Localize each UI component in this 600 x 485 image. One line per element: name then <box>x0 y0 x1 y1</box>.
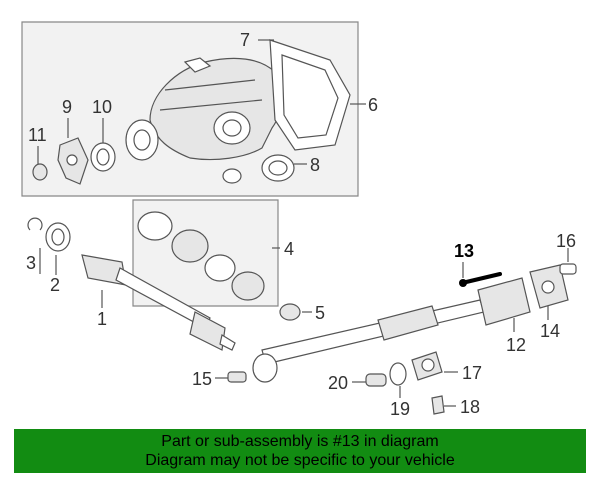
axle-inner-seal <box>45 222 71 252</box>
callout-9: 9 <box>62 97 73 117</box>
callout-18: 18 <box>460 397 481 417</box>
callout-19: 19 <box>390 399 411 419</box>
leader-lines <box>37 39 569 407</box>
pinion-seal <box>261 154 295 182</box>
banner-line-1: Part or sub-assembly is #13 in diagram <box>161 433 439 450</box>
info-banner: Part or sub-assembly is #13 in diagram D… <box>14 429 586 473</box>
axle-nut <box>279 303 301 321</box>
callout-12: 12 <box>506 335 527 355</box>
callout-16: 16 <box>556 231 577 251</box>
differential-housing <box>125 57 283 161</box>
callout-6: 6 <box>368 95 379 115</box>
callout-13: 13 <box>454 241 475 261</box>
axle-seal <box>90 142 116 172</box>
bolt-13 <box>459 272 502 287</box>
bearing-bolt <box>431 395 445 415</box>
callout-7: 7 <box>240 30 251 50</box>
callout-10: 10 <box>92 97 113 117</box>
boot-kit <box>137 211 265 301</box>
callout-5: 5 <box>315 303 326 323</box>
callout-2: 2 <box>50 275 61 295</box>
output-flange <box>57 137 89 185</box>
flex-disc <box>529 264 569 309</box>
pin <box>227 371 247 383</box>
bushing <box>222 168 242 184</box>
axle-shaft <box>81 254 236 351</box>
center-bearing <box>411 351 443 381</box>
drive-shaft <box>252 277 531 383</box>
callout-1: 1 <box>97 309 108 329</box>
flange-nut <box>32 163 48 181</box>
callout-11: 11 <box>28 125 47 145</box>
centering-bushing <box>559 263 577 275</box>
callout-20: 20 <box>328 373 349 393</box>
banner-line-2: Diagram may not be specific to your vehi… <box>145 452 455 469</box>
callout-3: 3 <box>26 253 37 273</box>
callout-4: 4 <box>284 239 295 259</box>
washer <box>389 362 407 386</box>
callout-15: 15 <box>192 369 213 389</box>
snap-ring <box>27 217 43 231</box>
callout-17: 17 <box>462 363 483 383</box>
cover-gasket <box>269 39 351 151</box>
callout-14: 14 <box>540 321 561 341</box>
sleeve <box>365 373 387 387</box>
callout-8: 8 <box>310 155 321 175</box>
